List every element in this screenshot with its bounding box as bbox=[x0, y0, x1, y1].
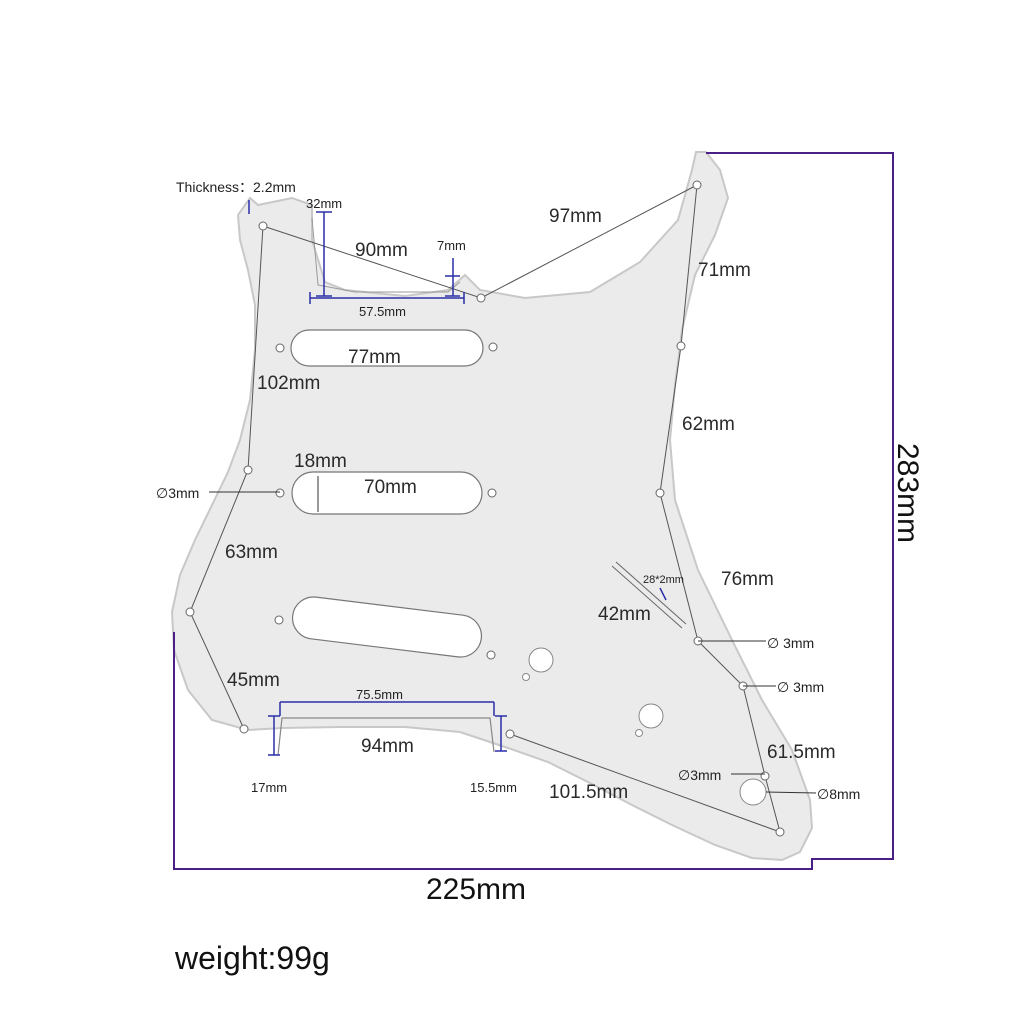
dim-62mm: 62mm bbox=[682, 414, 735, 435]
screw-line-left bbox=[189, 225, 264, 730]
leader-lines bbox=[209, 476, 817, 794]
screw-hole bbox=[676, 341, 686, 351]
screw-hole bbox=[505, 729, 515, 739]
hole-right-2-label: ∅ 3mm bbox=[777, 679, 824, 695]
small-hole-2 bbox=[635, 729, 643, 737]
switch-slot-edge-2 bbox=[615, 561, 687, 625]
pickup-screw bbox=[488, 342, 498, 352]
switch-slot-edge-1 bbox=[611, 565, 683, 629]
hole-right-1-label: ∅ 3mm bbox=[767, 635, 814, 651]
height-frame bbox=[173, 152, 894, 870]
thickness-label: Thickness：2.2mm bbox=[176, 179, 296, 195]
dim-32mm: 32mm bbox=[306, 196, 342, 211]
dim-17mm: 17mm bbox=[251, 780, 287, 795]
screw-hole bbox=[476, 293, 486, 303]
screw-hole bbox=[243, 465, 253, 475]
hole-8mm-label: ∅8mm bbox=[817, 786, 860, 802]
weight-label: weight:99g bbox=[175, 940, 330, 976]
screw-hole bbox=[239, 724, 249, 734]
dim-61-5mm: 61.5mm bbox=[767, 742, 836, 763]
dim-15-5mm: 15.5mm bbox=[470, 780, 517, 795]
leader-line bbox=[765, 791, 817, 794]
dim-75-5mm: 75.5mm bbox=[356, 687, 403, 702]
knob-hole-1 bbox=[528, 647, 554, 673]
screw-hole bbox=[692, 180, 702, 190]
knob-hole-2 bbox=[638, 703, 664, 729]
dim-28x2mm: 28*2mm bbox=[643, 574, 684, 586]
dim-77mm: 77mm bbox=[348, 347, 401, 368]
dim-71mm: 71mm bbox=[698, 260, 751, 281]
dim-45mm: 45mm bbox=[227, 670, 280, 691]
screw-holes bbox=[185, 180, 785, 837]
bridge-notch bbox=[277, 717, 495, 756]
bridge-pickup-cutout bbox=[291, 596, 483, 658]
overall-height: 283mm bbox=[891, 443, 924, 543]
marker bbox=[659, 587, 667, 601]
screw-hole bbox=[655, 488, 665, 498]
middle-pickup-cutout bbox=[291, 471, 483, 515]
dim-57-5mm: 57.5mm bbox=[359, 304, 406, 319]
dimension-markers bbox=[248, 200, 667, 756]
small-hole-1 bbox=[522, 673, 530, 681]
dim-42mm: 42mm bbox=[598, 604, 651, 625]
screw-hole bbox=[185, 607, 195, 617]
dim-101-5mm: 101.5mm bbox=[549, 782, 628, 803]
dim-7mm: 7mm bbox=[437, 238, 466, 253]
dim-90mm: 90mm bbox=[355, 240, 408, 261]
dim-76mm: 76mm bbox=[721, 569, 774, 590]
hole-right-3-label: ∅3mm bbox=[678, 767, 721, 783]
pickup-screw bbox=[486, 650, 496, 660]
dim-97mm: 97mm bbox=[549, 206, 602, 227]
hole-left-label: ∅3mm bbox=[156, 485, 199, 501]
dim-63mm: 63mm bbox=[225, 542, 278, 563]
jack-hole bbox=[739, 778, 767, 806]
screw-hole bbox=[760, 771, 770, 781]
pickguard-outline bbox=[170, 151, 814, 862]
screw-line-bottom bbox=[509, 733, 781, 833]
pickup-screw bbox=[275, 343, 285, 353]
dim-102mm: 102mm bbox=[257, 373, 320, 394]
neck-pickup-cutout bbox=[290, 329, 484, 367]
dim-70mm: 70mm bbox=[364, 477, 417, 498]
screw-hole bbox=[775, 827, 785, 837]
screw-hole bbox=[258, 221, 268, 231]
overall-width: 225mm bbox=[426, 873, 526, 906]
pickup-screw bbox=[487, 488, 497, 498]
dim-18mm: 18mm bbox=[294, 451, 347, 472]
pickup-screw bbox=[275, 488, 285, 498]
dim-94mm: 94mm bbox=[361, 736, 414, 757]
pickup-screw bbox=[274, 615, 284, 625]
